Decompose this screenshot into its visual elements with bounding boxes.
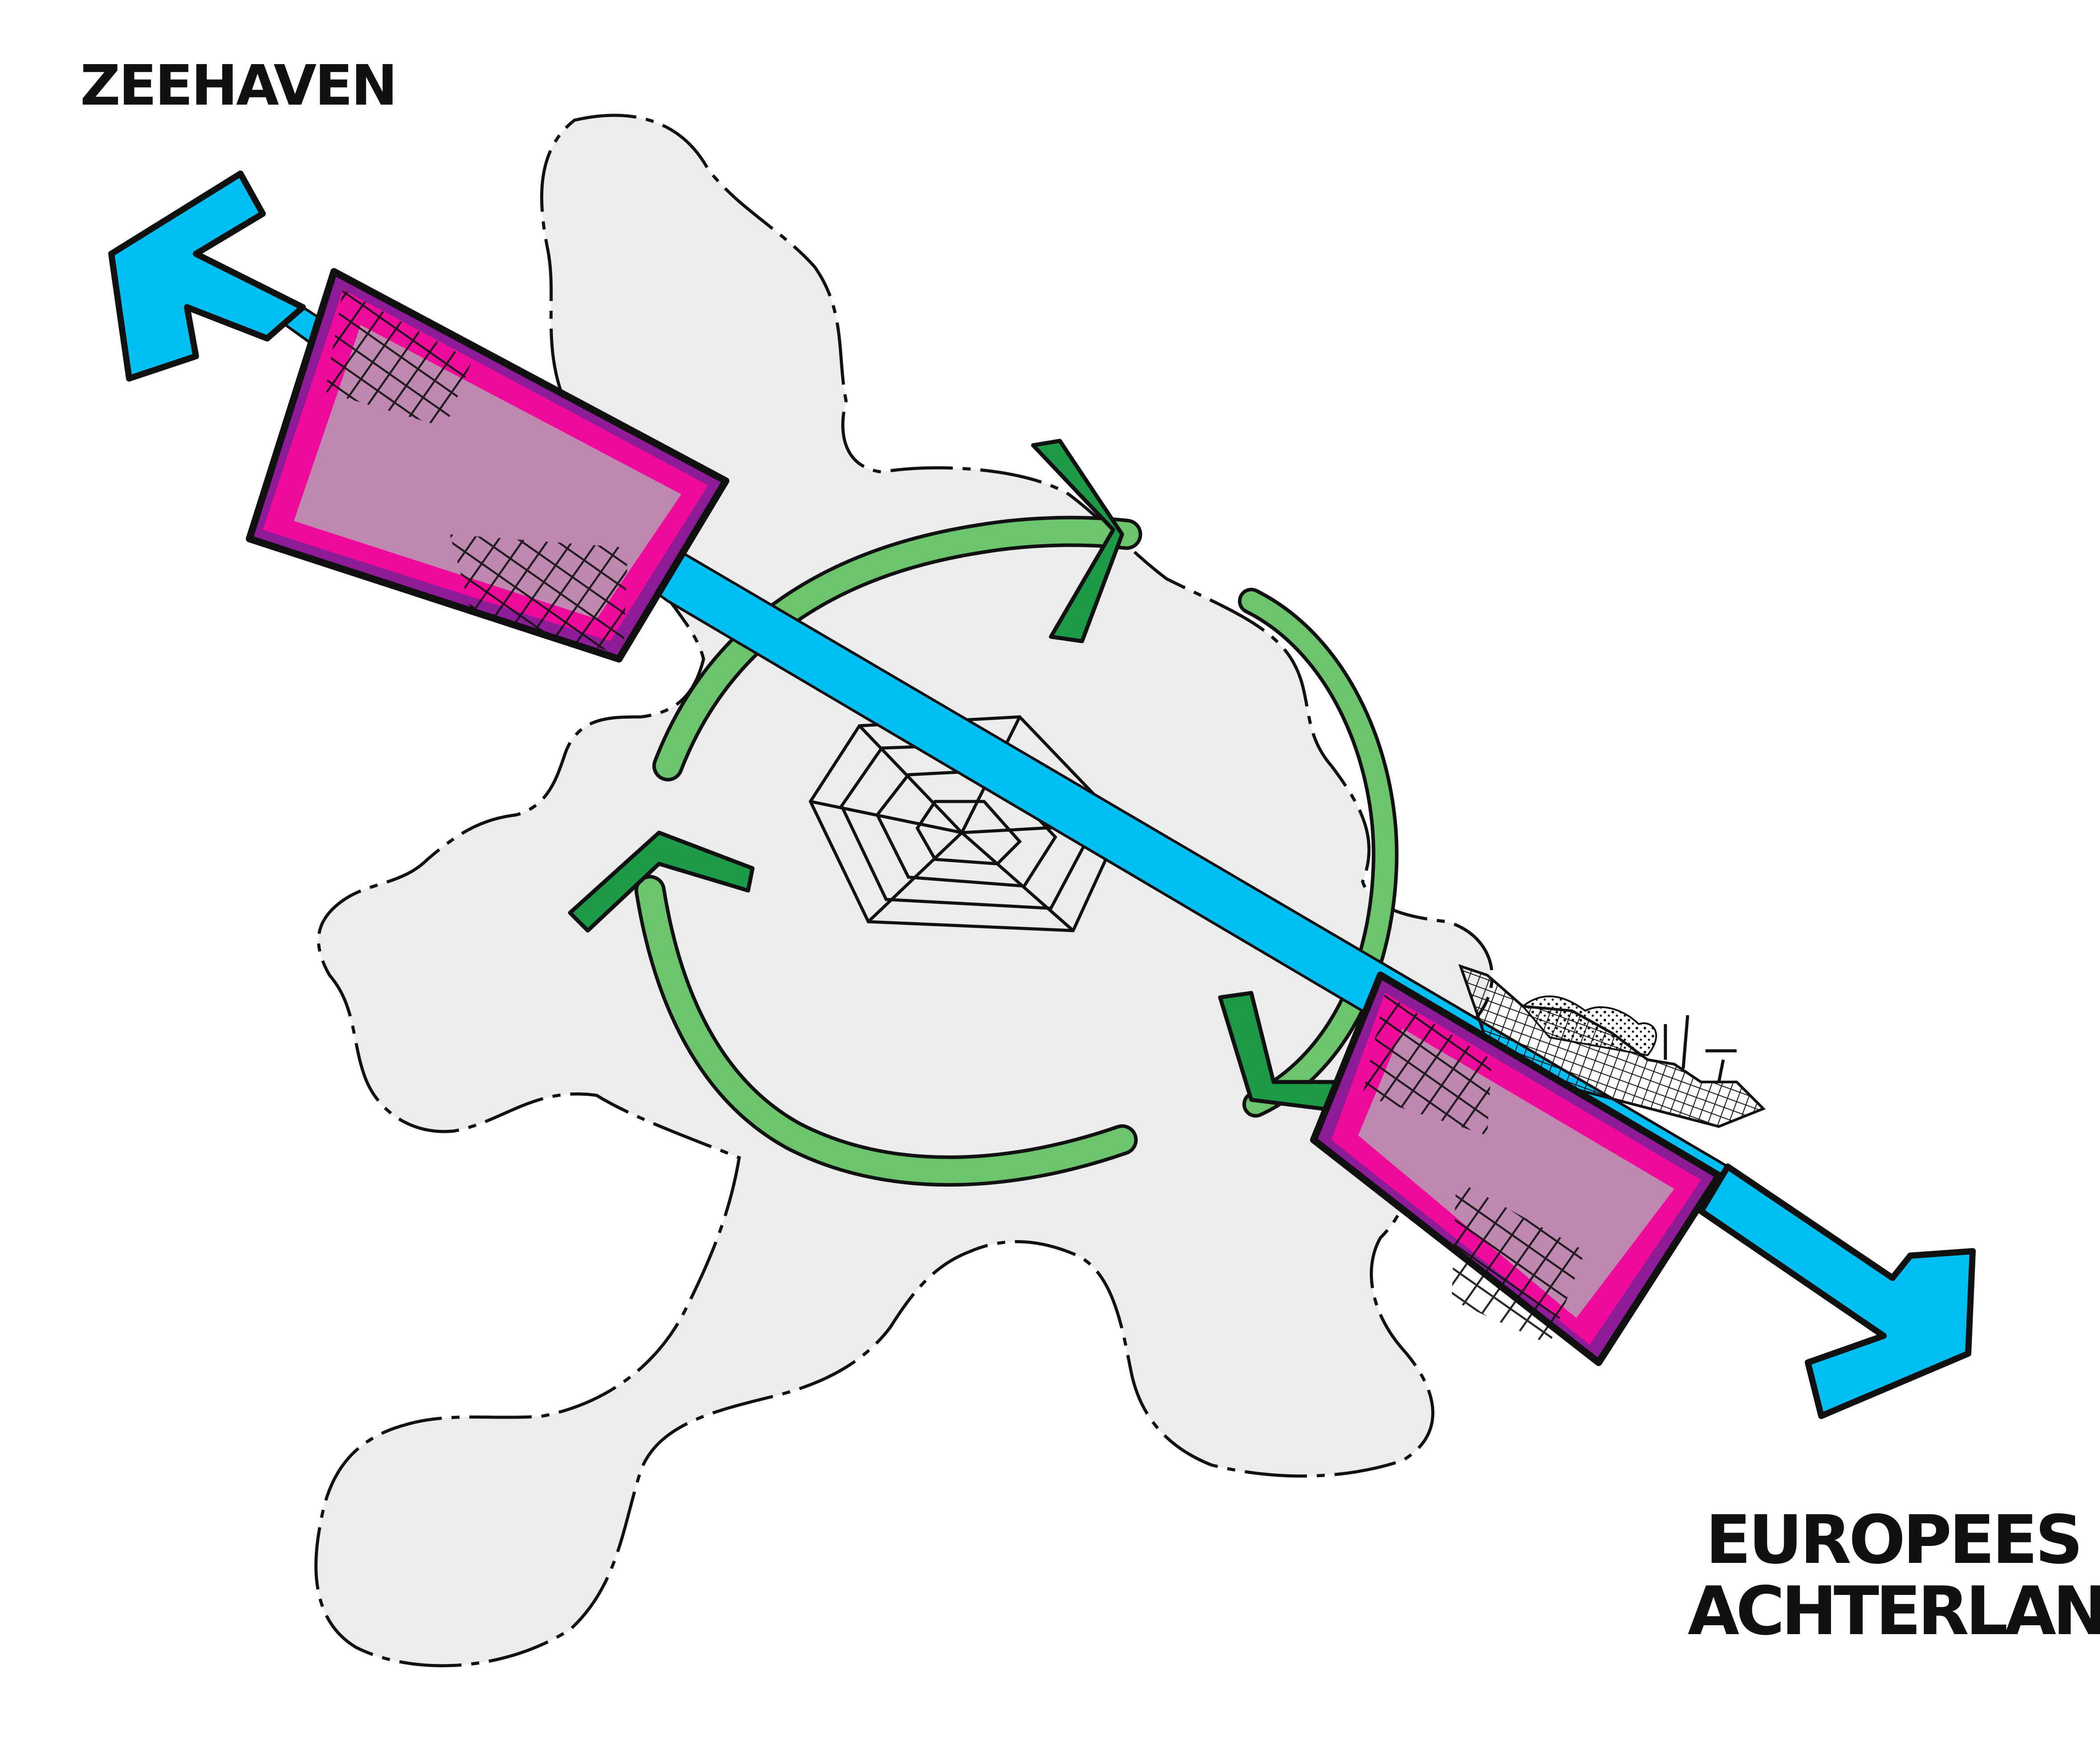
hatch-zeehaven-top [325, 289, 472, 427]
label-zeehaven: ZEEHAVEN [80, 53, 396, 118]
hub-achterland [1310, 964, 1766, 1366]
hatch-achterland-bottom [1452, 1180, 1585, 1345]
arrowhead-right [1698, 1163, 1976, 1419]
label-europees: EUROPEES [1705, 1501, 2080, 1579]
urban-region [314, 114, 1494, 1668]
hatch-achterland-top [1363, 993, 1492, 1135]
arrowhead-left [108, 171, 306, 382]
hub-zeehaven [246, 268, 729, 663]
region-shape [314, 114, 1494, 1668]
cycle-arrowhead-bottom [568, 830, 755, 933]
label-achterland: ACHTERLAND [1688, 1573, 2100, 1650]
cycle-arrowhead-top [1031, 439, 1124, 643]
hatch-zeehaven-bottom [450, 534, 628, 655]
cycle-arrows [568, 439, 1399, 1187]
